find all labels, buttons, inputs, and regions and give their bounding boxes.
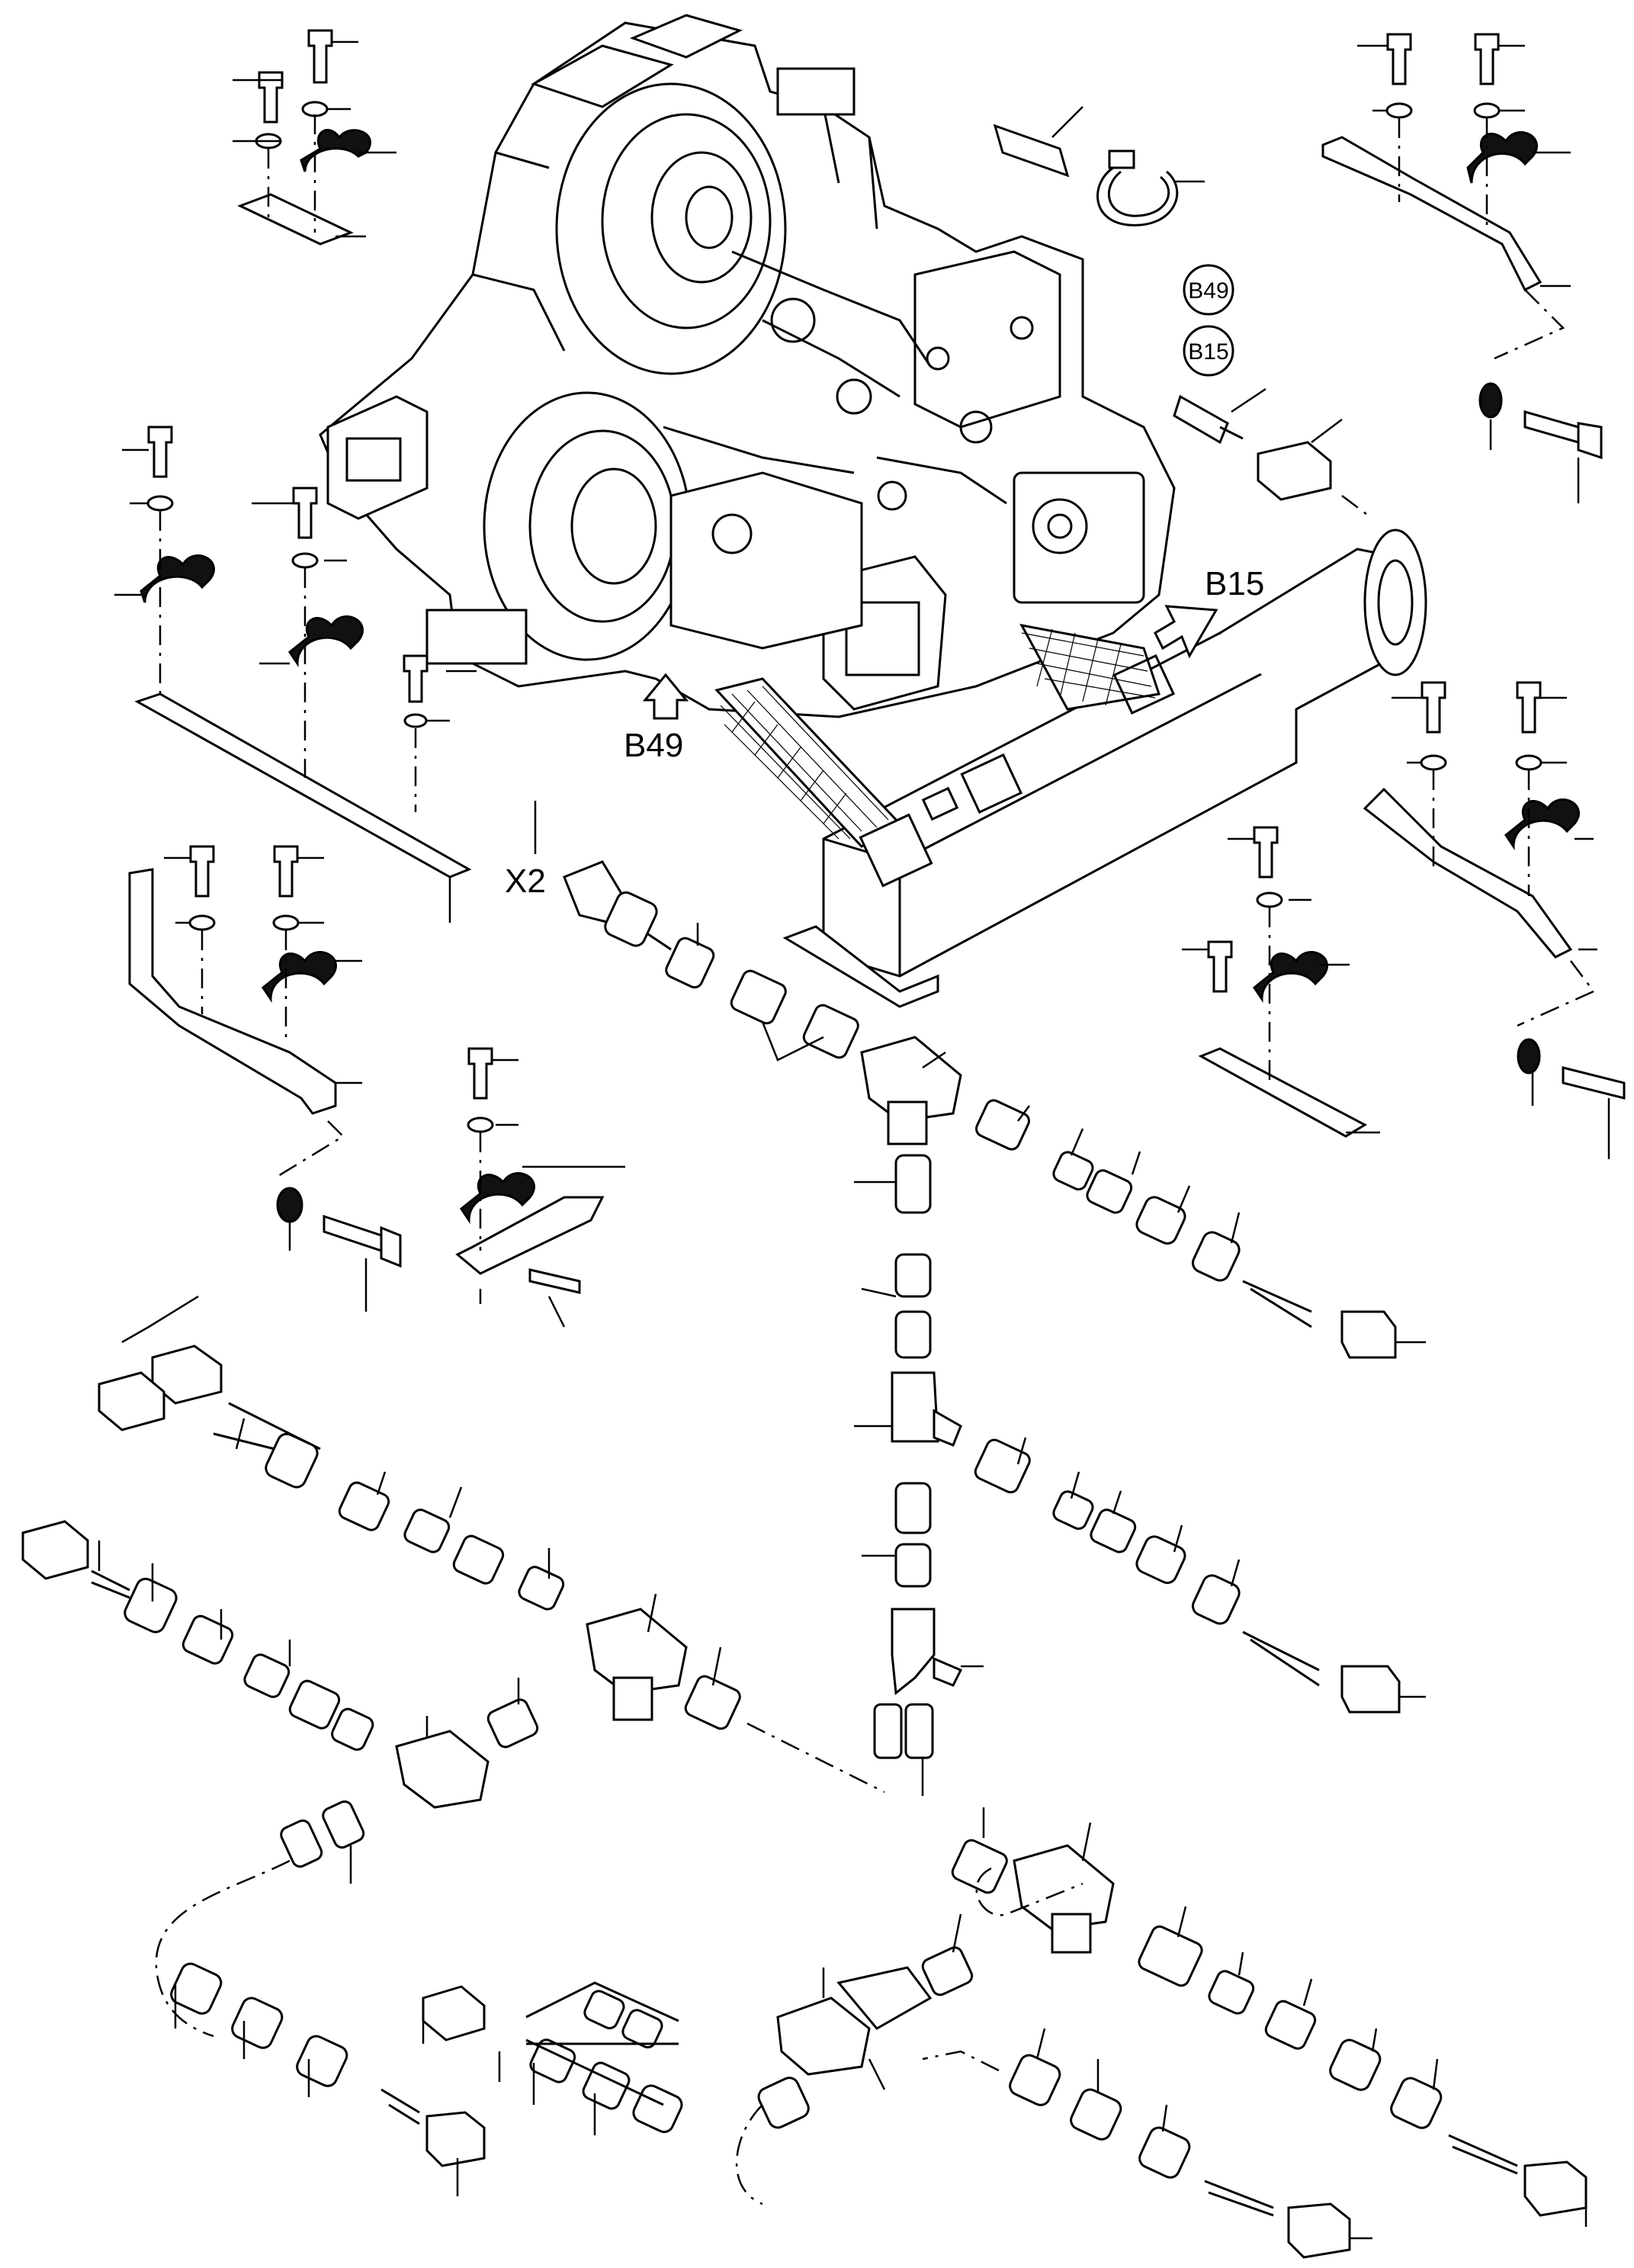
clamp-group-left-lower (128, 845, 402, 1312)
b15-arrow: B15 (1154, 565, 1264, 659)
harness-tee-junction-3 (746, 1722, 1587, 2227)
b49-circle (1183, 264, 1234, 316)
clamp-group-right-center (1182, 826, 1380, 1138)
harness-branch-left-upper (98, 1295, 565, 1611)
harness-branch-mid-right (974, 1437, 1426, 1714)
harness-tee-junction-1 (860, 1036, 1426, 1359)
washer (301, 101, 329, 117)
harness-tee-junction-4 (736, 1867, 1083, 2205)
harness-vertical-trunk (854, 1154, 984, 1796)
harness-x2-branch (563, 860, 859, 1062)
cable-tie (1096, 149, 1205, 226)
hose-sleeve (993, 106, 1083, 178)
exhaust-housing (714, 528, 1427, 1008)
pressure-sensor (1173, 394, 1229, 445)
harness-tee-junction-2 (586, 1593, 741, 1730)
clamp-group-left (114, 426, 477, 923)
pipe-clamp (300, 129, 371, 172)
hose-hatching (720, 628, 1156, 840)
b15-label: B15 (1205, 565, 1264, 602)
b49-circle-label: B49 (1188, 278, 1228, 304)
harness-branch-left-lower (21, 1520, 539, 1884)
clamp-group-top-left (233, 29, 396, 246)
clamp-plate (237, 193, 354, 246)
transmission-housing (319, 14, 1176, 718)
bolt (307, 29, 333, 84)
bolt (258, 71, 284, 124)
clamp-group-top-right (1321, 33, 1603, 503)
harness-loop-bottom-left (155, 1859, 486, 2196)
harness-branch-bottom-center (922, 2028, 1372, 2259)
b49-arrow: B49 (624, 673, 689, 764)
clamp-group-right (1363, 681, 1626, 1159)
b15-circle-label: B15 (1188, 339, 1228, 365)
b15-circle (1183, 325, 1234, 377)
sensor-callouts: B49 B15 (1173, 264, 1373, 519)
sensor-connector (1257, 441, 1332, 501)
x2-label: X2 (505, 863, 546, 900)
clamp-group-center (455, 1047, 625, 1328)
x2-callout: X2 (505, 801, 546, 900)
b49-label: B49 (624, 727, 683, 764)
harness-connector-pair (422, 1981, 683, 2135)
